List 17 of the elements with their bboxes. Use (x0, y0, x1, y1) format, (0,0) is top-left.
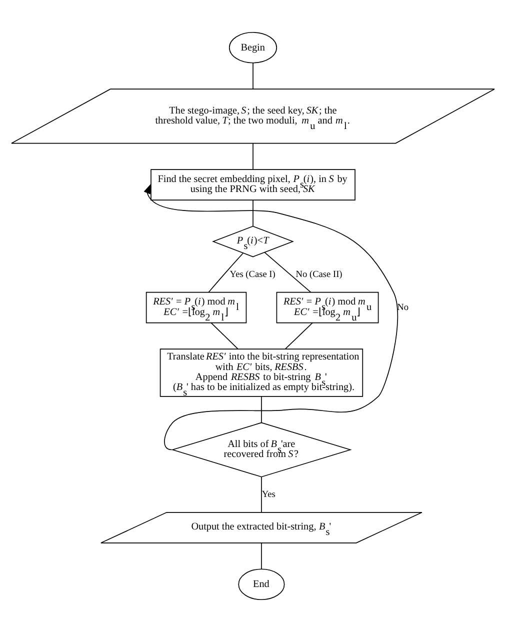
node-ellipse: End (238, 568, 285, 600)
connector (264, 251, 312, 292)
arrow (144, 183, 398, 450)
connector (252, 62, 254, 89)
connector (208, 252, 244, 292)
connector (261, 542, 262, 569)
connector (285, 322, 313, 349)
connector (261, 396, 262, 423)
node-ellipse: Begin (228, 31, 278, 63)
edge-label: No (397, 302, 409, 312)
connector (252, 142, 254, 170)
connector (252, 199, 254, 226)
edge-label: Yes (Case I) (230, 269, 276, 280)
connector (210, 322, 238, 349)
edge-label: Yes (262, 490, 276, 500)
edge-label: No (Case II) (296, 269, 342, 280)
connector (261, 476, 262, 512)
